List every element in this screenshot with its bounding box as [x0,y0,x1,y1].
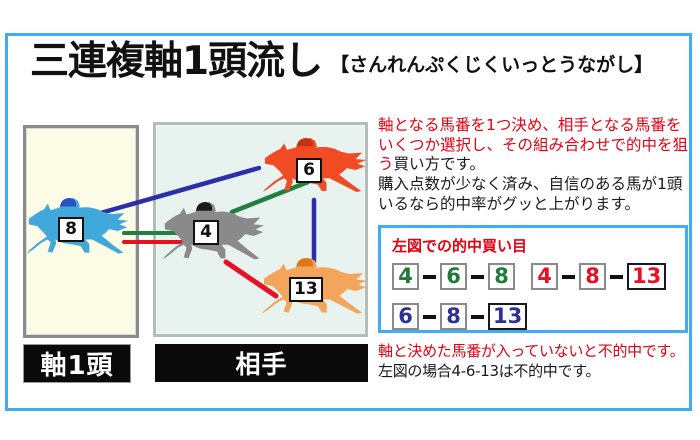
dash-separator [423,274,436,279]
combination-number: 13 [488,303,528,330]
description-paragraph: 軸となる馬番を1つ決め、相手となる馬番をいくつか選択し、その組み合わせで的中を狙… [378,116,692,175]
partner-label: 相手 [155,344,368,382]
dash-separator [471,274,484,279]
winning-combinations-title: 左図での的中買い目 [392,237,528,255]
horse-number-badge: 4 [193,220,219,245]
dash-separator [562,274,575,279]
jockey-cap [296,138,314,147]
axis-horse-8: 8 [26,198,130,264]
jockey-cap [60,198,77,207]
dash-separator [610,274,623,279]
jockey-body [291,138,317,160]
partner-horse-6: 6 [262,138,368,202]
axis-label: 軸1頭 [23,344,131,383]
description-paragraph: 購入点数が少なく済み、自信のある馬が1頭いるなら的中率がグッと上がります。 [378,175,692,214]
title-reading: 【さんれんぷくじくいっとうながし】 [330,54,654,76]
description-segment: 買い方です。 [393,155,485,174]
combination-number: 8 [440,303,467,330]
combination-number: 6 [392,303,419,330]
title-main: 三連複軸1頭流し [30,39,323,84]
combination-number: 8 [579,263,606,290]
horse-number-badge: 13 [289,277,323,302]
jockey-cap [296,258,314,267]
partner-horse-4: 4 [162,202,266,270]
miss-note-line1: 軸と決めた馬番が入っていないと不的中です。 [378,342,685,360]
description-segment: 購入点数が少なく済み、自信のある馬が1頭いるなら的中率がグッと上がります。 [378,175,683,213]
combination-number: 4 [392,263,419,290]
horse-number-badge: 6 [296,158,322,183]
description-segment: 軸となる馬番を1つ決め、相手となる馬番をいくつか選択し、その組み合わせで的中を狙… [378,116,689,174]
combination-number: 8 [488,263,515,290]
combination-number: 13 [627,263,667,290]
dash-separator [423,314,436,319]
page-title: 三連複軸1頭流し【さんれんぷくじくいっとうながし】 [30,40,653,84]
betting-description: 軸となる馬番を1つ決め、相手となる馬番をいくつか選択し、その組み合わせで的中を狙… [378,116,692,215]
combination-number: 4 [531,263,558,290]
partner-horse-13: 13 [261,258,369,324]
miss-note-line2: 左図の場合4-6-13は不的中です。 [378,361,601,380]
combination-number: 6 [440,263,467,290]
dash-separator [471,314,484,319]
miss-note: 軸と決めた馬番が入っていないと不的中です。 左図の場合4-6-13は不的中です。 [378,342,698,381]
horse-number-badge: 8 [58,217,84,242]
